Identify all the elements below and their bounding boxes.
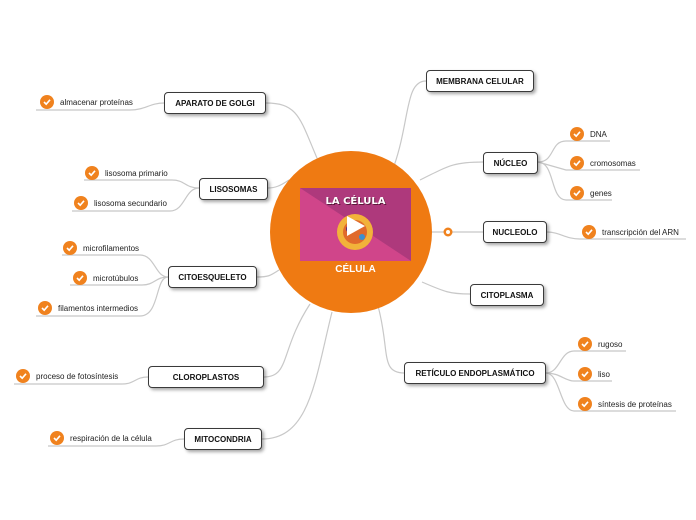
- check-icon: [40, 95, 54, 109]
- check-icon: [74, 196, 88, 210]
- leaf-label: proceso de fotosíntesis: [36, 371, 119, 381]
- central-title: CÉLULA: [335, 264, 376, 275]
- node-aparato-de-golgi[interactable]: APARATO DE GOLGI: [164, 92, 266, 114]
- leaf-genes[interactable]: genes: [570, 185, 612, 201]
- leaf-dna[interactable]: DNA: [570, 126, 607, 142]
- leaf-label: microtúbulos: [93, 273, 139, 283]
- leaf-label: transcripción del ARN: [602, 227, 679, 237]
- node-cloroplastos[interactable]: CLOROPLASTOS: [148, 366, 264, 388]
- leaf-microfilamentos[interactable]: microfilamentos: [63, 240, 139, 256]
- check-icon: [578, 397, 592, 411]
- leaf-sintesis-de-proteinas[interactable]: síntesis de proteínas: [578, 396, 672, 412]
- leaf-label: lisosoma secundario: [94, 198, 167, 208]
- check-icon: [16, 369, 30, 383]
- check-icon: [63, 241, 77, 255]
- play-icon[interactable]: [345, 214, 367, 238]
- leaf-transcripcion-del-arn[interactable]: transcripción del ARN: [582, 224, 679, 240]
- leaf-liso[interactable]: liso: [578, 366, 610, 382]
- check-icon: [38, 301, 52, 315]
- leaf-label: microfilamentos: [83, 243, 140, 253]
- leaf-label: rugoso: [598, 339, 623, 349]
- leaf-label: almacenar proteínas: [60, 97, 133, 107]
- leaf-label: síntesis de proteínas: [598, 399, 672, 409]
- check-icon: [50, 431, 64, 445]
- leaf-label: DNA: [590, 129, 607, 139]
- leaf-microtubulos[interactable]: microtúbulos: [73, 270, 138, 286]
- thumbnail-title: LA CÉLULA: [325, 196, 386, 207]
- leaf-proceso-de-fotosintesis[interactable]: proceso de fotosíntesis: [16, 368, 118, 384]
- leaf-cromosomas[interactable]: cromosomas: [570, 155, 636, 171]
- leaf-rugoso[interactable]: rugoso: [578, 336, 622, 352]
- node-nucleo[interactable]: NÚCLEO: [483, 152, 538, 174]
- leaf-almacenar-proteinas[interactable]: almacenar proteínas: [40, 94, 133, 110]
- node-lisosomas[interactable]: LISOSOMAS: [199, 178, 268, 200]
- collapse-toggle-icon[interactable]: [443, 227, 453, 237]
- check-icon: [578, 337, 592, 351]
- leaf-lisosoma-secundario[interactable]: lisosoma secundario: [74, 195, 167, 211]
- node-citoplasma[interactable]: CITOPLASMA: [470, 284, 544, 306]
- leaf-filamentos-intermedios[interactable]: filamentos intermedios: [38, 300, 138, 316]
- leaf-respiracion-de-la-celula[interactable]: respiración de la célula: [50, 430, 152, 446]
- check-icon: [570, 156, 584, 170]
- leaf-label: respiración de la célula: [70, 433, 152, 443]
- node-membrana-celular[interactable]: MEMBRANA CELULAR: [426, 70, 534, 92]
- node-citoesqueleto[interactable]: CITOESQUELETO: [168, 266, 257, 288]
- node-nucleolo[interactable]: NUCLEOLO: [483, 221, 547, 243]
- check-icon: [570, 127, 584, 141]
- node-reticulo-endoplasmatico[interactable]: RETÍCULO ENDOPLASMÁTICO: [404, 362, 546, 384]
- check-icon: [570, 186, 584, 200]
- node-mitocondria[interactable]: MITOCONDRIA: [184, 428, 262, 450]
- check-icon: [85, 166, 99, 180]
- leaf-label: genes: [590, 188, 612, 198]
- check-icon: [73, 271, 87, 285]
- video-thumbnail[interactable]: LA CÉLULA: [300, 188, 411, 261]
- check-icon: [578, 367, 592, 381]
- check-icon: [582, 225, 596, 239]
- leaf-label: cromosomas: [590, 158, 636, 168]
- leaf-label: filamentos intermedios: [58, 303, 139, 313]
- leaf-lisosoma-primario[interactable]: lisosoma primario: [85, 165, 168, 181]
- leaf-label: lisosoma primario: [105, 168, 168, 178]
- leaf-label: liso: [598, 369, 611, 379]
